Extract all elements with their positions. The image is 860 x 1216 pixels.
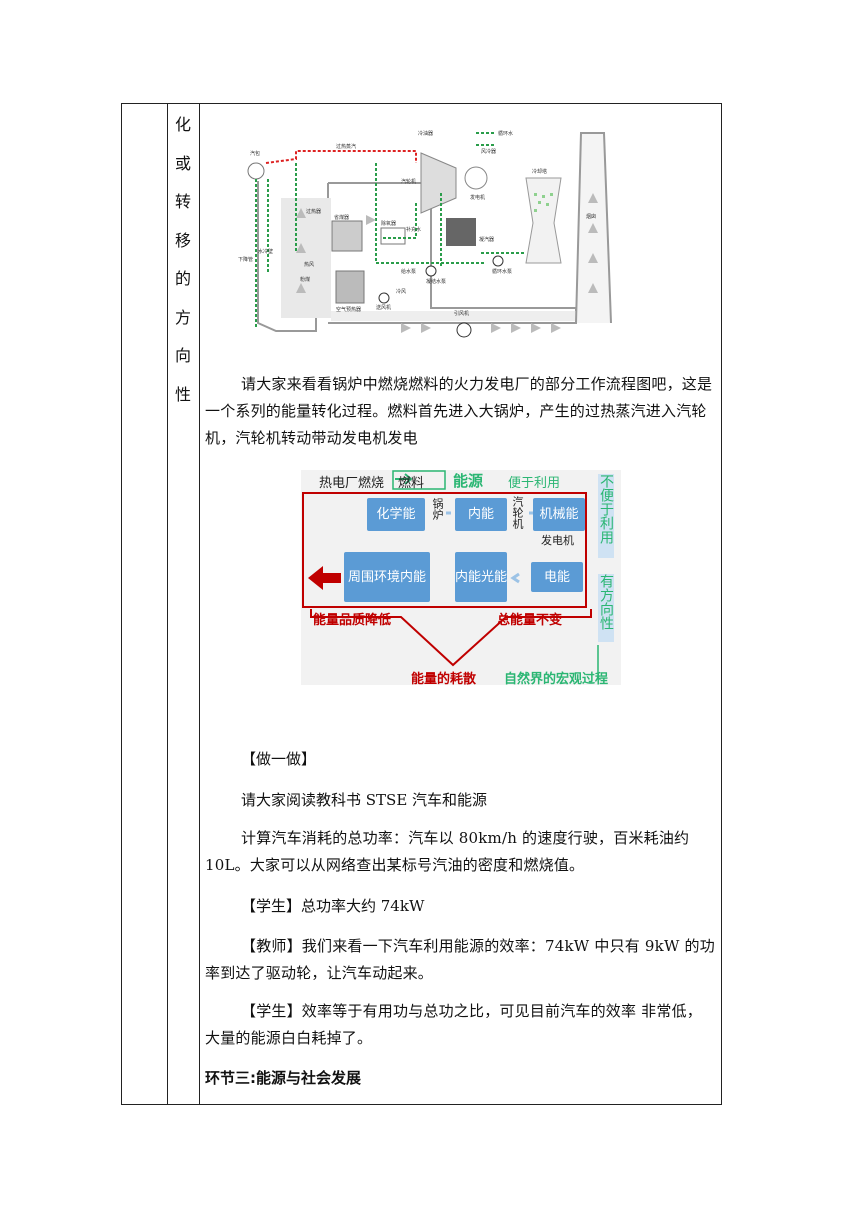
diagram-label: 给水泵 [401, 268, 416, 275]
header-easy-use: 便于利用 [508, 476, 561, 491]
diagram-label: 风冷器 [481, 148, 496, 155]
vertical-char: 的 [174, 269, 191, 288]
power-plant-diagram: 汽包 过热蒸汽 冷油器 循环水 风冷器 汽轮机 发电机 冷却塔 过热器 省煤器 … [238, 130, 612, 338]
paragraph-calculation: 计算汽车消耗的总功率：汽车以 80km/h 的速度行驶，百米耗油约 10L。大家… [205, 829, 690, 874]
box-electric-energy: 电能 [531, 562, 583, 592]
header-energy: 能源 [453, 472, 484, 490]
header-thermal-plant: 热电厂燃烧 [319, 476, 385, 491]
vertical-char: 性 [174, 384, 191, 404]
student-answer-2: 【学生】效率等于有用功与总功之比，可见目前汽车的效率 非常低，大量的能源白白耗掉… [205, 1002, 702, 1047]
vertical-char: 方 [174, 307, 191, 327]
diagram-label: 水冷壁 [258, 248, 273, 255]
column-divider-2 [199, 104, 200, 1104]
vertical-char: 化 [174, 115, 191, 134]
vertical-heading: 化 或 转 移 的 方 向 性 [168, 106, 198, 414]
label-total-constant: 总能量不变 [497, 613, 563, 628]
paragraph-plant-intro: 请大家来看看锅炉中燃烧燃料的火力发电厂的部分工作流程图吧，这是一个系列的能量转化… [205, 375, 713, 447]
diagram-label: 汽轮机 [401, 178, 416, 185]
box-internal-energy: 内能 [455, 498, 507, 531]
vertical-char: 或 [174, 153, 191, 173]
diagram-label: 过热蒸汽 [336, 143, 356, 150]
diagram-label: 循环水 [498, 130, 513, 137]
side-label-directional: 有方向性 [598, 574, 614, 642]
diagram-label: 凝汽器 [479, 236, 494, 243]
connector-turbine: 汽轮机 [511, 496, 524, 529]
diagram-label: 粉煤 [300, 276, 310, 283]
box-heat-light-energy: 内能光能 [455, 552, 507, 602]
diagram-label: 汽包 [250, 150, 260, 157]
energy-conversion-diagram: 热电厂燃烧 燃料 能源 便于利用 不便于利用 有方向性 化学能 内能 机械能 周… [301, 470, 621, 687]
diagram-label: 下降管 [238, 256, 253, 263]
teacher-remark: 【教师】我们来看一下汽车利用能源的效率：74kW 中只有 9kW 的功率到达了驱… [205, 937, 715, 982]
header-fuel: 燃料 [398, 476, 425, 491]
diagram-label: 冷风 [396, 288, 406, 295]
diagram-label: 引风机 [454, 310, 469, 317]
diagram-label: 发电机 [470, 194, 485, 201]
column-divider-1 [167, 104, 168, 1104]
diagram-label: 循环水泵 [492, 268, 512, 275]
box-environment-energy: 周围环境内能 [344, 552, 430, 602]
box-mechanical-energy: 机械能 [533, 498, 585, 531]
read-textbook: 请大家阅读教科书 STSE 汽车和能源 [241, 791, 488, 809]
student-answer-1: 【学生】总功率大约 74kW [241, 897, 425, 915]
diagram-label: 凝结水泵 [426, 278, 446, 285]
diagram-label: 过热器 [306, 208, 321, 215]
label-dissipation: 能量的耗散 [411, 672, 477, 687]
diagram-label: 除氧器 [381, 220, 396, 227]
vertical-char: 移 [174, 230, 191, 250]
label-quality-decrease: 能量品质降低 [313, 613, 392, 628]
connector-boiler: 锅炉 [431, 498, 444, 520]
side-label-inconvenient: 不便于利用 [598, 474, 614, 558]
section-three-title: 环节三:能源与社会发展 [205, 1069, 361, 1087]
diagram-label: 补充水 [406, 226, 421, 233]
diagram-label: 省煤器 [334, 214, 349, 221]
vertical-char: 向 [174, 346, 191, 365]
diagram-label: 冷油器 [418, 130, 433, 137]
lesson-table [121, 103, 722, 1105]
diagram-label: 热风 [304, 261, 314, 268]
diagram-label: 冷却塔 [532, 168, 547, 175]
connector-generator: 发电机 [541, 534, 574, 547]
vertical-char: 转 [174, 192, 191, 211]
diagram-label: 空气预热器 [336, 306, 361, 313]
box-chemical-energy: 化学能 [367, 498, 425, 531]
label-macro-process: 自然界的宏观过程 [504, 672, 609, 687]
diagram-label: 送风机 [376, 304, 391, 311]
heading-do-it: 【做一做】 [241, 750, 317, 768]
energy-diagram-lines [302, 470, 599, 678]
diagram-label: 烟囱 [586, 213, 596, 220]
